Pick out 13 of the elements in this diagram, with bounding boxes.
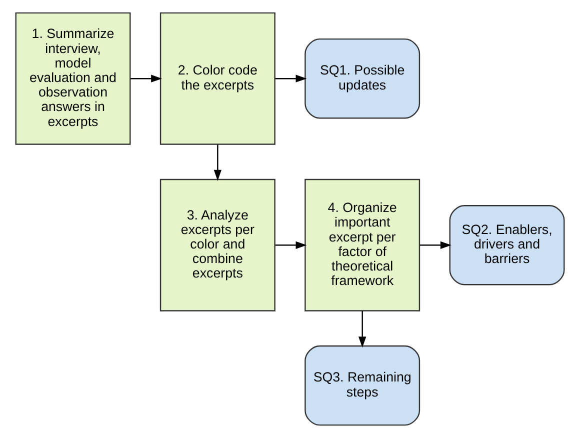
node-box: 1. Summarize interview, model evaluation and observation answers in excerpts xyxy=(14,12,130,145)
arrow xyxy=(419,241,451,249)
arrow xyxy=(213,144,221,181)
node-box: SQ1. Possible updates xyxy=(304,38,420,119)
node-box: SQ2. Enablers, drivers and barriers xyxy=(448,205,564,286)
node-box: SQ3. Remaining steps xyxy=(304,345,420,426)
arrow xyxy=(274,241,306,249)
node-box: 2. Color code the excerpts xyxy=(159,12,275,145)
arrow xyxy=(358,310,366,348)
node-box: 4. Organize important excerpt per factor of theoretical framework xyxy=(304,178,420,312)
arrow xyxy=(130,74,162,82)
arrow xyxy=(274,74,306,82)
node-box: 3. Analyze excerpts per color and combine excerpts xyxy=(159,178,275,312)
